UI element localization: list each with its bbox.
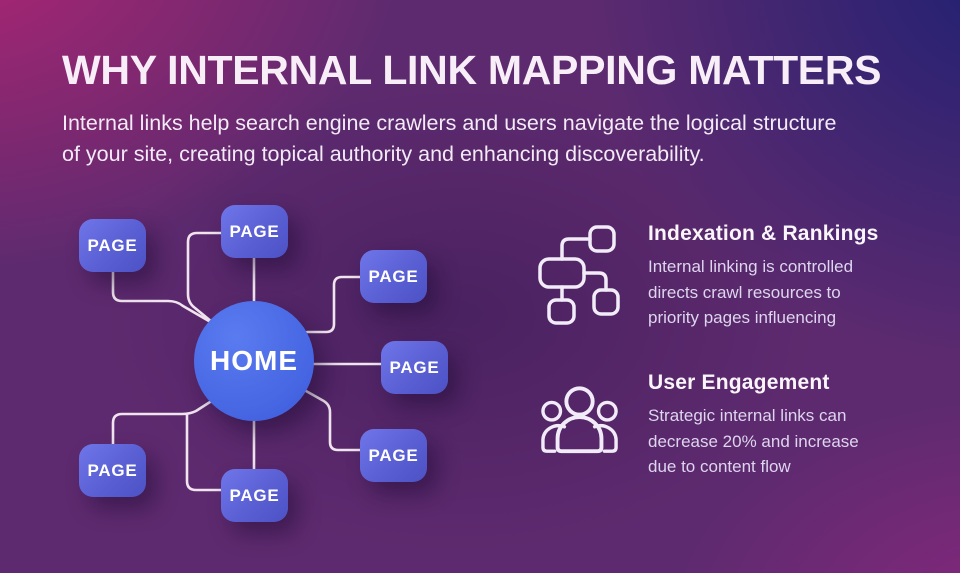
page-node-right-middle: PAGE xyxy=(381,341,448,394)
section-title: User Engagement xyxy=(648,371,830,394)
page-node-bottom-left: PAGE xyxy=(79,444,146,497)
home-node: HOME xyxy=(194,301,314,421)
section-body-line: priority pages influencing xyxy=(648,308,837,327)
connector-home-to-page-top-left xyxy=(111,268,216,326)
sitemap-icon xyxy=(534,222,626,331)
section-body-line: due to content flow xyxy=(648,457,791,476)
page-node-top-left: PAGE xyxy=(79,219,146,272)
section-body-line: directs crawl resources to xyxy=(648,282,841,302)
section-body: Strategic internal links can decrease 20… xyxy=(648,403,859,480)
section-body: Internal linking is controlled directs c… xyxy=(648,254,879,331)
page-node-right-upper: PAGE xyxy=(360,250,427,303)
section-body-line: Strategic internal links can xyxy=(648,406,847,425)
subtitle-line-1: Internal links help search engine crawle… xyxy=(62,111,837,135)
section-body-line: Internal linking is controlled xyxy=(648,257,854,276)
page-subtitle: Internal links help search engine crawle… xyxy=(62,108,836,169)
connector-home-to-page-right-upper xyxy=(305,275,363,334)
connector-home-to-page-top-center-left xyxy=(186,231,223,324)
section-indexation-rankings: Indexation & Rankings Internal linking i… xyxy=(534,222,934,331)
page-node-bottom-center: PAGE xyxy=(221,469,288,522)
section-body-line: decrease 20% and increase xyxy=(648,431,859,451)
page-node-right-lower: PAGE xyxy=(360,429,427,482)
connector-home-to-page-right-lower xyxy=(304,389,363,452)
subtitle-line-2: of your site, creating topical authority… xyxy=(62,141,705,166)
section-title: Indexation & Rankings xyxy=(648,222,879,245)
section-user-engagement: User Engagement Strategic internal links… xyxy=(534,371,934,480)
connector-home-to-page-bottom-left xyxy=(111,400,212,447)
page-node-top-center: PAGE xyxy=(221,205,288,258)
connector-home-to-page-bottom-center-left xyxy=(185,412,224,492)
users-icon xyxy=(534,371,626,480)
page-title: WHY INTERNAL LINK MAPPING MATTERS xyxy=(62,47,882,93)
